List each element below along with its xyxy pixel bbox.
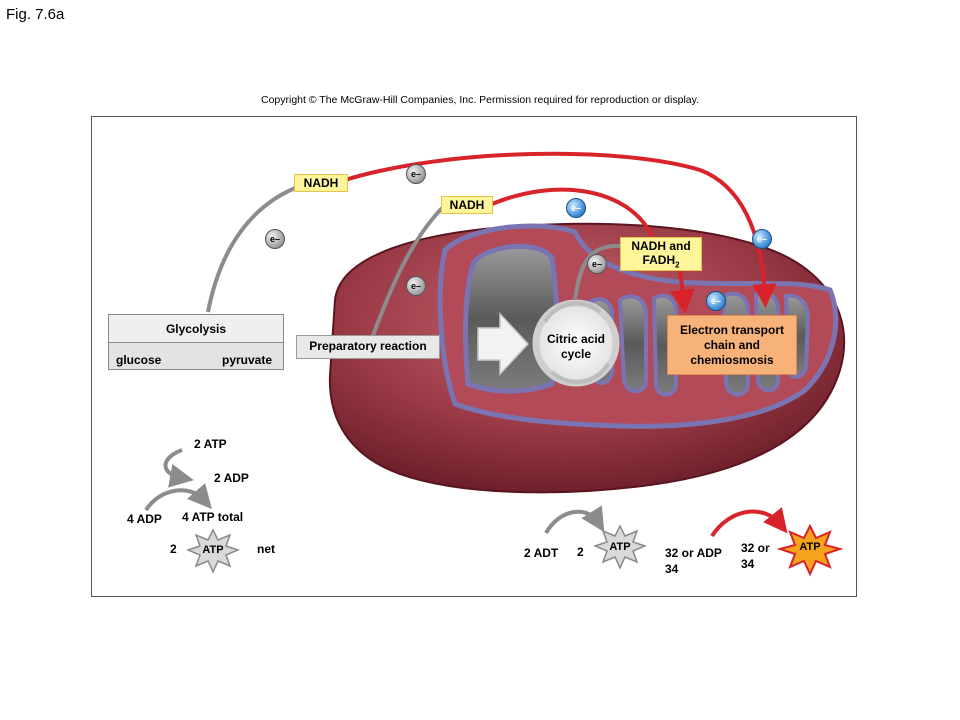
nadh-fadh2-line1: NADH and (631, 239, 691, 253)
etc-line2: chain and (703, 338, 760, 352)
etc-line1: Electron transport (679, 323, 784, 337)
red-arrow-down (670, 269, 695, 314)
atp-burst-etc (776, 523, 844, 577)
electron-transport-box: Electron transport chain and chemiosmosi… (667, 315, 797, 375)
citric-2adt: 2 ADT (524, 546, 559, 560)
fadh2-text: FADH (642, 253, 676, 267)
citric-acid-line1: Citric acid (546, 332, 606, 346)
nadh-fadh2-label: NADH and FADH2 (620, 237, 702, 271)
glycolysis-atp-curve (144, 483, 212, 512)
glycolysis-box: Glycolysis (108, 314, 284, 370)
red-arrow-middle (491, 187, 654, 237)
preparatory-nadh-arrow (370, 203, 447, 339)
glycolysis-2adp: 2 ADP (214, 471, 249, 485)
pyruvate-entry-arrow (477, 312, 530, 376)
etc-34: 34 (741, 557, 755, 571)
citric-atp-arrow (544, 505, 605, 535)
fadh2-subscript: 2 (675, 260, 680, 270)
figure-label: Fig. 7.6a (6, 6, 65, 23)
electron-badge-3: e– (406, 276, 426, 296)
citric-acid-line2: cycle (560, 347, 592, 361)
glycolysis-2atp: 2 ATP (194, 437, 227, 451)
glycolysis-nadh-arrow (206, 184, 301, 313)
etc-32-or: 32 or (741, 541, 770, 555)
nadh-label-glycolysis: NADH (294, 174, 348, 192)
electron-badge-4: e– (587, 254, 607, 274)
pyruvate-label: pyruvate (222, 353, 273, 367)
glycolysis-net-label: net (257, 542, 275, 556)
nadh-fadh2-line2: FADH2 (621, 253, 701, 272)
electron-badge-7: e– (706, 291, 726, 311)
glycolysis-4adp: 4 ADP (127, 512, 162, 526)
etc-atp-arrow (710, 507, 788, 538)
glycolysis-4atp-total: 4 ATP total (182, 510, 244, 524)
citric-atp-count: 2 (577, 545, 584, 559)
glycolysis-title: Glycolysis (109, 315, 283, 343)
electron-badge-5: e– (566, 198, 586, 218)
electron-badge-2: e– (265, 229, 285, 249)
citric-atp-label: ATP (609, 541, 631, 553)
atp-burst-glycolysis (185, 528, 241, 574)
copyright-notice: Copyright © The McGraw-Hill Companies, I… (260, 94, 700, 106)
etc-atp-label: ATP (799, 541, 821, 553)
glycolysis-atp-count: 2 (170, 542, 177, 556)
etc-32-or-adp: 32 or ADP (665, 546, 722, 560)
electron-badge-6: e– (752, 229, 772, 249)
preparatory-reaction-box: Preparatory reaction (296, 335, 440, 359)
glycolysis-atp-label: ATP (202, 544, 224, 556)
glycolysis-atp-curve-2 (163, 448, 194, 488)
citric-acid-cycle-arrow (543, 301, 602, 324)
etc-line3: chemiosmosis (690, 353, 774, 367)
nadh-label-preparatory: NADH (441, 196, 493, 214)
glucose-label: glucose (116, 353, 162, 367)
citric-acid-cycle-label: Citric acid cycle (538, 332, 614, 362)
atp-burst-citric (592, 524, 648, 570)
electron-badge-1: e– (406, 164, 426, 184)
citric-acid-cycle-arrow-2 (550, 362, 610, 384)
red-arrow-top (344, 151, 777, 308)
etc-34-left: 34 (665, 562, 679, 576)
